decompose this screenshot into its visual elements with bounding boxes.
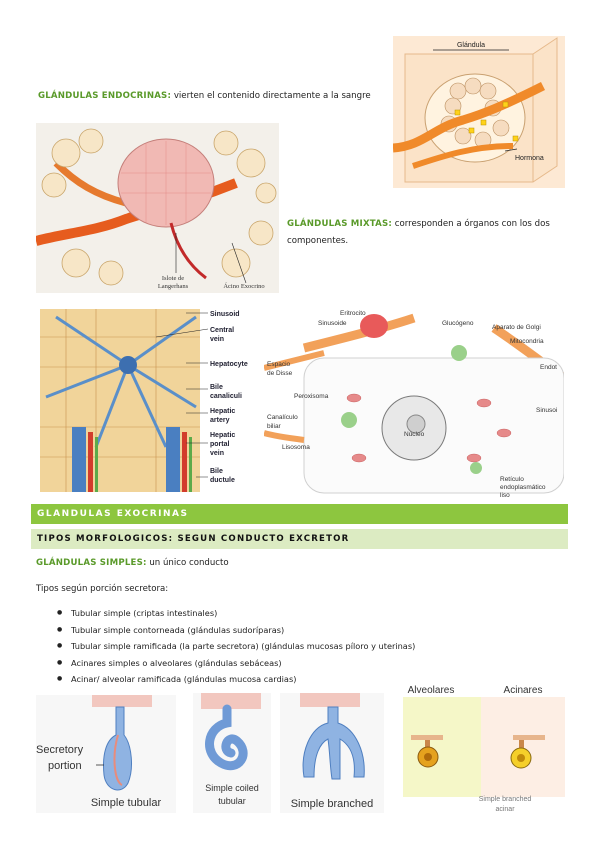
liver-label-hepatic-2: Hepatic bbox=[210, 432, 235, 439]
cell-label-reticulo: Retículo bbox=[500, 476, 524, 483]
endocrinas-text: vierten el contenido directamente a la s… bbox=[173, 91, 371, 101]
simples-paragraph: GLÁNDULAS SIMPLES: un único conducto bbox=[36, 556, 229, 570]
list-item: Tubular simple contorneada (glándulas su… bbox=[36, 622, 415, 639]
cell-label-espacio: Espacio bbox=[267, 361, 291, 368]
endocrinas-paragraph: GLÁNDULAS ENDOCRINAS: vierten el conteni… bbox=[38, 89, 371, 103]
cell-label-liso: liso bbox=[500, 492, 510, 498]
list-item: Tubular simple ramificada (la parte secr… bbox=[36, 638, 415, 655]
glandula-title: Glándula bbox=[457, 42, 485, 49]
cell-label-disse: de Disse bbox=[267, 370, 293, 377]
cell-label-canaliculo: Canalículo bbox=[267, 414, 298, 421]
endocrine-gland-figure: Glándula Hormona bbox=[393, 36, 565, 188]
simple-tubular-figure: Secretory portion Simple tubular bbox=[36, 695, 176, 813]
hormona-label: Hormona bbox=[515, 155, 544, 162]
liver-label-canaliculi: canaliculi bbox=[210, 393, 242, 400]
simple-branched-figure: Simple branched bbox=[280, 693, 384, 813]
liver-label-hepatic: Hepatic bbox=[210, 408, 235, 415]
alveolar-acinar-figure: Alveolares Acinares Simple branched acin… bbox=[403, 683, 565, 815]
mixtas-heading: GLÁNDULAS MIXTAS: bbox=[287, 219, 393, 229]
simple-coiled-figure: Simple coiled tubular bbox=[193, 693, 271, 813]
cell-label-biliar: biliar bbox=[267, 423, 282, 430]
simples-heading: GLÁNDULAS SIMPLES: bbox=[36, 558, 147, 568]
cell-label-glucogeno: Glucógeno bbox=[442, 320, 474, 327]
endocrinas-heading: GLÁNDULAS ENDOCRINAS: bbox=[38, 91, 172, 101]
cell-label-eritrocito: Eritrocito bbox=[340, 310, 366, 317]
pancreas-islet-figure: Islote de Langerhans Ácino Exocrino bbox=[36, 123, 279, 293]
cell-label-sinusoide-2: Sinusoi bbox=[536, 407, 557, 414]
liver-label-portal: portal bbox=[210, 441, 230, 448]
cell-label-endoplasmatico: endoplasmático bbox=[500, 484, 546, 491]
list-item: Acinar/ alveolar ramificada (glándulas m… bbox=[36, 671, 415, 688]
liver-label-artery: artery bbox=[210, 417, 230, 424]
list-item: Tubular simple (criptas intestinales) bbox=[36, 605, 415, 622]
tipos-band: TIPOS MORFOLOGICOS: SEGUN CONDUCTO EXCRE… bbox=[31, 529, 568, 549]
coiled-label-2: tubular bbox=[218, 796, 246, 806]
acino-label: Ácino Exocrino bbox=[223, 282, 264, 290]
liver-label-hepatocyte: Hepatocyte bbox=[210, 361, 248, 368]
mixtas-text-1: corresponden a órganos con los dos bbox=[394, 219, 550, 229]
liver-label-bile: Bile bbox=[210, 384, 223, 391]
tipos-porcion-text: Tipos según porción secretora: bbox=[36, 584, 169, 594]
simple-branched-label: Simple branched bbox=[291, 798, 374, 810]
liver-label-ductule: ductule bbox=[210, 477, 235, 484]
liver-label-sinusoid: Sinusoid bbox=[210, 311, 240, 318]
islote-label-2: Langerhans bbox=[158, 283, 189, 290]
mixtas-paragraph: GLÁNDULAS MIXTAS: corresponden a órganos… bbox=[287, 217, 550, 248]
simples-text: un único conducto bbox=[149, 558, 229, 568]
branched-acinar-label-1: Simple branched bbox=[479, 796, 532, 803]
alveolares-label: Alveolares bbox=[408, 685, 455, 696]
cell-label-mitocondria: Mitocondria bbox=[510, 338, 544, 345]
hepatocyte-cell-figure: Eritrocito Sinusoide Glucógeno Aparato d… bbox=[264, 308, 564, 498]
cell-label-sinusoide: Sinusoide bbox=[318, 320, 347, 327]
simple-tubular-label: Simple tubular bbox=[91, 797, 162, 809]
mixtas-text-2: componentes. bbox=[287, 236, 349, 246]
secretory-label-1: Secretory bbox=[36, 744, 84, 756]
list-item: Acinares simples o alveolares (glándulas… bbox=[36, 655, 415, 672]
secretory-label-2: portion bbox=[48, 760, 82, 772]
secretory-types-list: Tubular simple (criptas intestinales) Tu… bbox=[36, 605, 415, 688]
liver-label-central: Central bbox=[210, 327, 234, 334]
liver-label-vein-2: vein bbox=[210, 450, 224, 457]
cell-label-golgi: Aparato de Golgi bbox=[492, 324, 541, 331]
cell-label-nucleo: Núcleo bbox=[404, 431, 425, 438]
cell-label-peroxisoma: Peroxisoma bbox=[294, 393, 329, 400]
cell-label-lisosoma: Lisosoma bbox=[282, 444, 310, 451]
liver-lobule-figure: Sinusoid Central vein Hepatocyte Bile ca… bbox=[36, 307, 262, 494]
branched-acinar-label-2: acinar bbox=[495, 806, 515, 813]
liver-label-bile-2: Bile bbox=[210, 468, 223, 475]
coiled-label-1: Simple coiled bbox=[205, 783, 259, 793]
acinares-label: Acinares bbox=[504, 685, 543, 696]
exocrinas-band: GLANDULAS EXOCRINAS bbox=[31, 504, 568, 524]
liver-label-vein: vein bbox=[210, 336, 224, 343]
cell-label-endot: Endot bbox=[540, 364, 557, 371]
islote-label-1: Islote de bbox=[162, 275, 184, 282]
